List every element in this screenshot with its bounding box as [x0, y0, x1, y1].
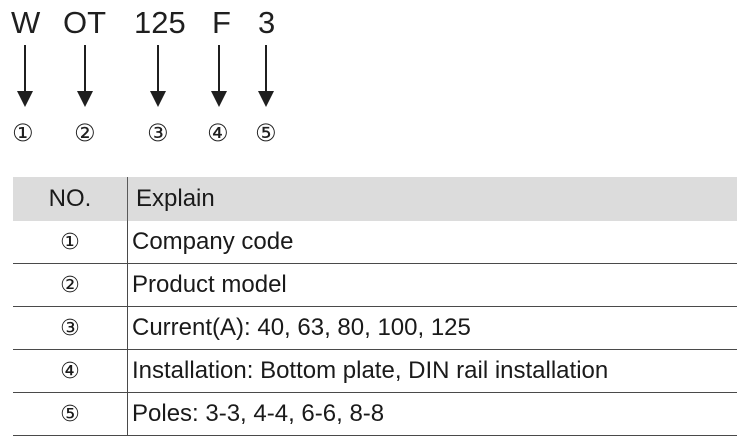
code-segment-installation: F [212, 5, 231, 40]
marker-4: ④ [207, 119, 229, 147]
row-number: ② [60, 272, 80, 298]
column-divider [127, 393, 128, 435]
marker-3: ③ [147, 119, 169, 147]
marker-2: ② [74, 119, 96, 147]
column-divider [127, 307, 128, 349]
down-arrow-icon [211, 45, 227, 107]
row-number: ⑤ [60, 401, 80, 427]
column-divider [127, 177, 128, 221]
row-number: ① [60, 229, 80, 255]
row-number: ④ [60, 358, 80, 384]
column-divider [127, 350, 128, 392]
marker-1: ① [12, 119, 34, 147]
row-number: ③ [60, 315, 80, 341]
table-row: ② Product model [13, 264, 737, 307]
table-row: ④ Installation: Bottom plate, DIN rail i… [13, 350, 737, 393]
row-explain: Product model [132, 271, 287, 298]
table-row: ③ Current(A): 40, 63, 80, 100, 125 [13, 307, 737, 350]
table-row: ⑤ Poles: 3-3, 4-4, 6-6, 8-8 [13, 393, 737, 436]
code-segment-product: OT [63, 5, 107, 40]
header-no: NO. [48, 185, 92, 212]
down-arrow-icon [150, 45, 166, 107]
down-arrow-icon [17, 45, 33, 107]
column-divider [127, 264, 128, 306]
header-explain: Explain [136, 185, 215, 212]
down-arrow-icon [258, 45, 274, 107]
table-row: ① Company code [13, 221, 737, 264]
row-explain: Current(A): 40, 63, 80, 100, 125 [132, 314, 471, 341]
code-segment-poles: 3 [258, 5, 276, 40]
row-explain: Company code [132, 228, 294, 255]
row-explain: Installation: Bottom plate, DIN rail ins… [132, 357, 609, 384]
explanation-table: NO. Explain ① Company code ② Product mod… [13, 177, 737, 436]
code-segment-company: W [11, 5, 41, 40]
table-header-row: NO. Explain [13, 177, 737, 221]
code-segment-current: 125 [134, 5, 186, 40]
down-arrow-icon [77, 45, 93, 107]
row-explain: Poles: 3-3, 4-4, 6-6, 8-8 [132, 400, 385, 427]
column-divider [127, 221, 128, 263]
marker-5: ⑤ [255, 119, 277, 147]
